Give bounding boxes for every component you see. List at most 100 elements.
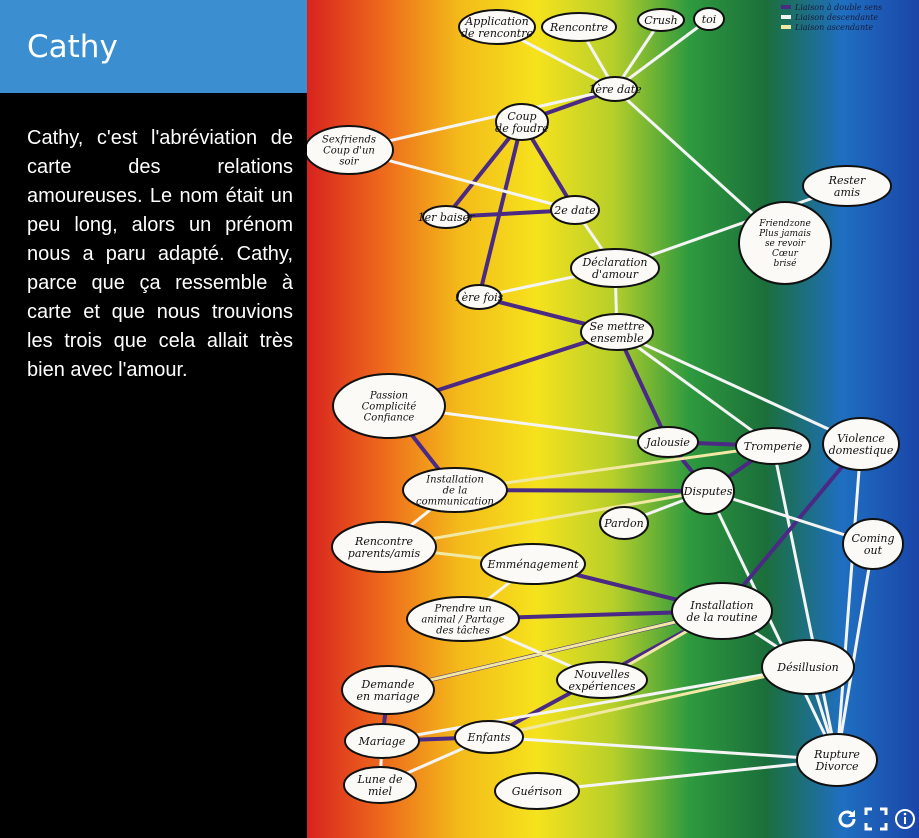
node-bubble xyxy=(332,373,446,439)
node-bubble xyxy=(735,427,811,465)
node-bubble xyxy=(550,195,600,225)
node-label: Guérison xyxy=(512,785,563,798)
node-emmenagement: Emménagement xyxy=(480,543,586,585)
node-disputes: Disputes xyxy=(681,467,735,515)
link-ensemble-tromperie xyxy=(615,330,775,448)
node-mariage: Mariage xyxy=(344,723,420,759)
link-coming_out-rupture xyxy=(835,542,875,762)
node-bubble xyxy=(570,248,660,288)
node-bubble xyxy=(693,7,725,31)
node-bubble xyxy=(494,772,580,810)
node-bubble xyxy=(495,103,549,141)
legend-label: Liaison à double sens xyxy=(794,3,882,12)
node-pardon: Pardon xyxy=(599,506,649,540)
reload-icon xyxy=(838,810,856,828)
link-enfants-rupture xyxy=(487,735,839,762)
info-icon xyxy=(894,809,915,829)
node-bubble xyxy=(761,639,855,695)
node-bubble xyxy=(422,205,470,229)
node-bubble xyxy=(331,521,437,573)
node-bubble xyxy=(406,596,520,642)
node-bubble xyxy=(307,125,394,175)
node-tromperie: Tromperie xyxy=(735,427,811,465)
node-bubble xyxy=(458,9,536,45)
link-mariage-desillusion xyxy=(380,665,810,743)
node-bubble xyxy=(556,661,648,699)
node-bubble xyxy=(456,284,502,310)
node-label: 1er baiser xyxy=(418,211,476,224)
node-bubble xyxy=(480,543,586,585)
node-label: 1ère fois xyxy=(455,291,504,304)
node-label: 1ère date xyxy=(588,83,642,96)
node-label: Tromperie xyxy=(744,440,803,453)
legend-swatch xyxy=(781,25,791,29)
legend-swatch xyxy=(781,5,791,9)
link-disputes-rupture xyxy=(706,489,839,762)
link-tromperie-rupture xyxy=(771,444,839,762)
fullscreen-button[interactable] xyxy=(863,806,889,832)
node-crush: Crush xyxy=(637,8,685,32)
viewer-controls xyxy=(833,800,919,838)
link-communication-tromperie xyxy=(453,444,775,492)
link-routine-violence xyxy=(720,442,863,613)
reload-button[interactable] xyxy=(834,806,860,832)
node-rencontre: Rencontre xyxy=(541,12,617,42)
node-fois1: 1ère fois xyxy=(455,284,504,310)
node-bubble xyxy=(343,766,417,804)
link-enfants-desillusion xyxy=(487,665,810,739)
link-parents-disputes xyxy=(382,489,710,549)
legend-label: Liaison ascendante xyxy=(794,23,873,32)
node-bubble xyxy=(796,733,878,787)
sidebar-panel: Cathy Cathy, c'est l'abréviation de cart… xyxy=(0,0,307,838)
node-label: Pardon xyxy=(603,517,643,530)
node-jalousie: Jalousie xyxy=(637,426,699,458)
node-label: Jalousie xyxy=(644,436,690,449)
fullscreen-icon xyxy=(864,807,888,831)
link-toi-date1 xyxy=(613,17,711,91)
node-label: Emménagement xyxy=(486,558,579,571)
title-header: Cathy xyxy=(0,0,307,93)
legend-swatch xyxy=(781,15,791,19)
node-bubble xyxy=(344,723,420,759)
node-bubble xyxy=(738,201,832,285)
link-rupture-guerison xyxy=(535,758,839,793)
node-toi: toi xyxy=(693,7,725,31)
node-label: Désillusion xyxy=(776,661,838,674)
node-label: Crush xyxy=(644,14,678,27)
info-button[interactable] xyxy=(892,806,918,832)
page-title: Cathy xyxy=(27,28,118,65)
link-date1-sexfriends xyxy=(347,87,617,152)
node-date1: 1ère date xyxy=(588,76,642,102)
link-coup_foudre-fois1 xyxy=(477,120,524,299)
